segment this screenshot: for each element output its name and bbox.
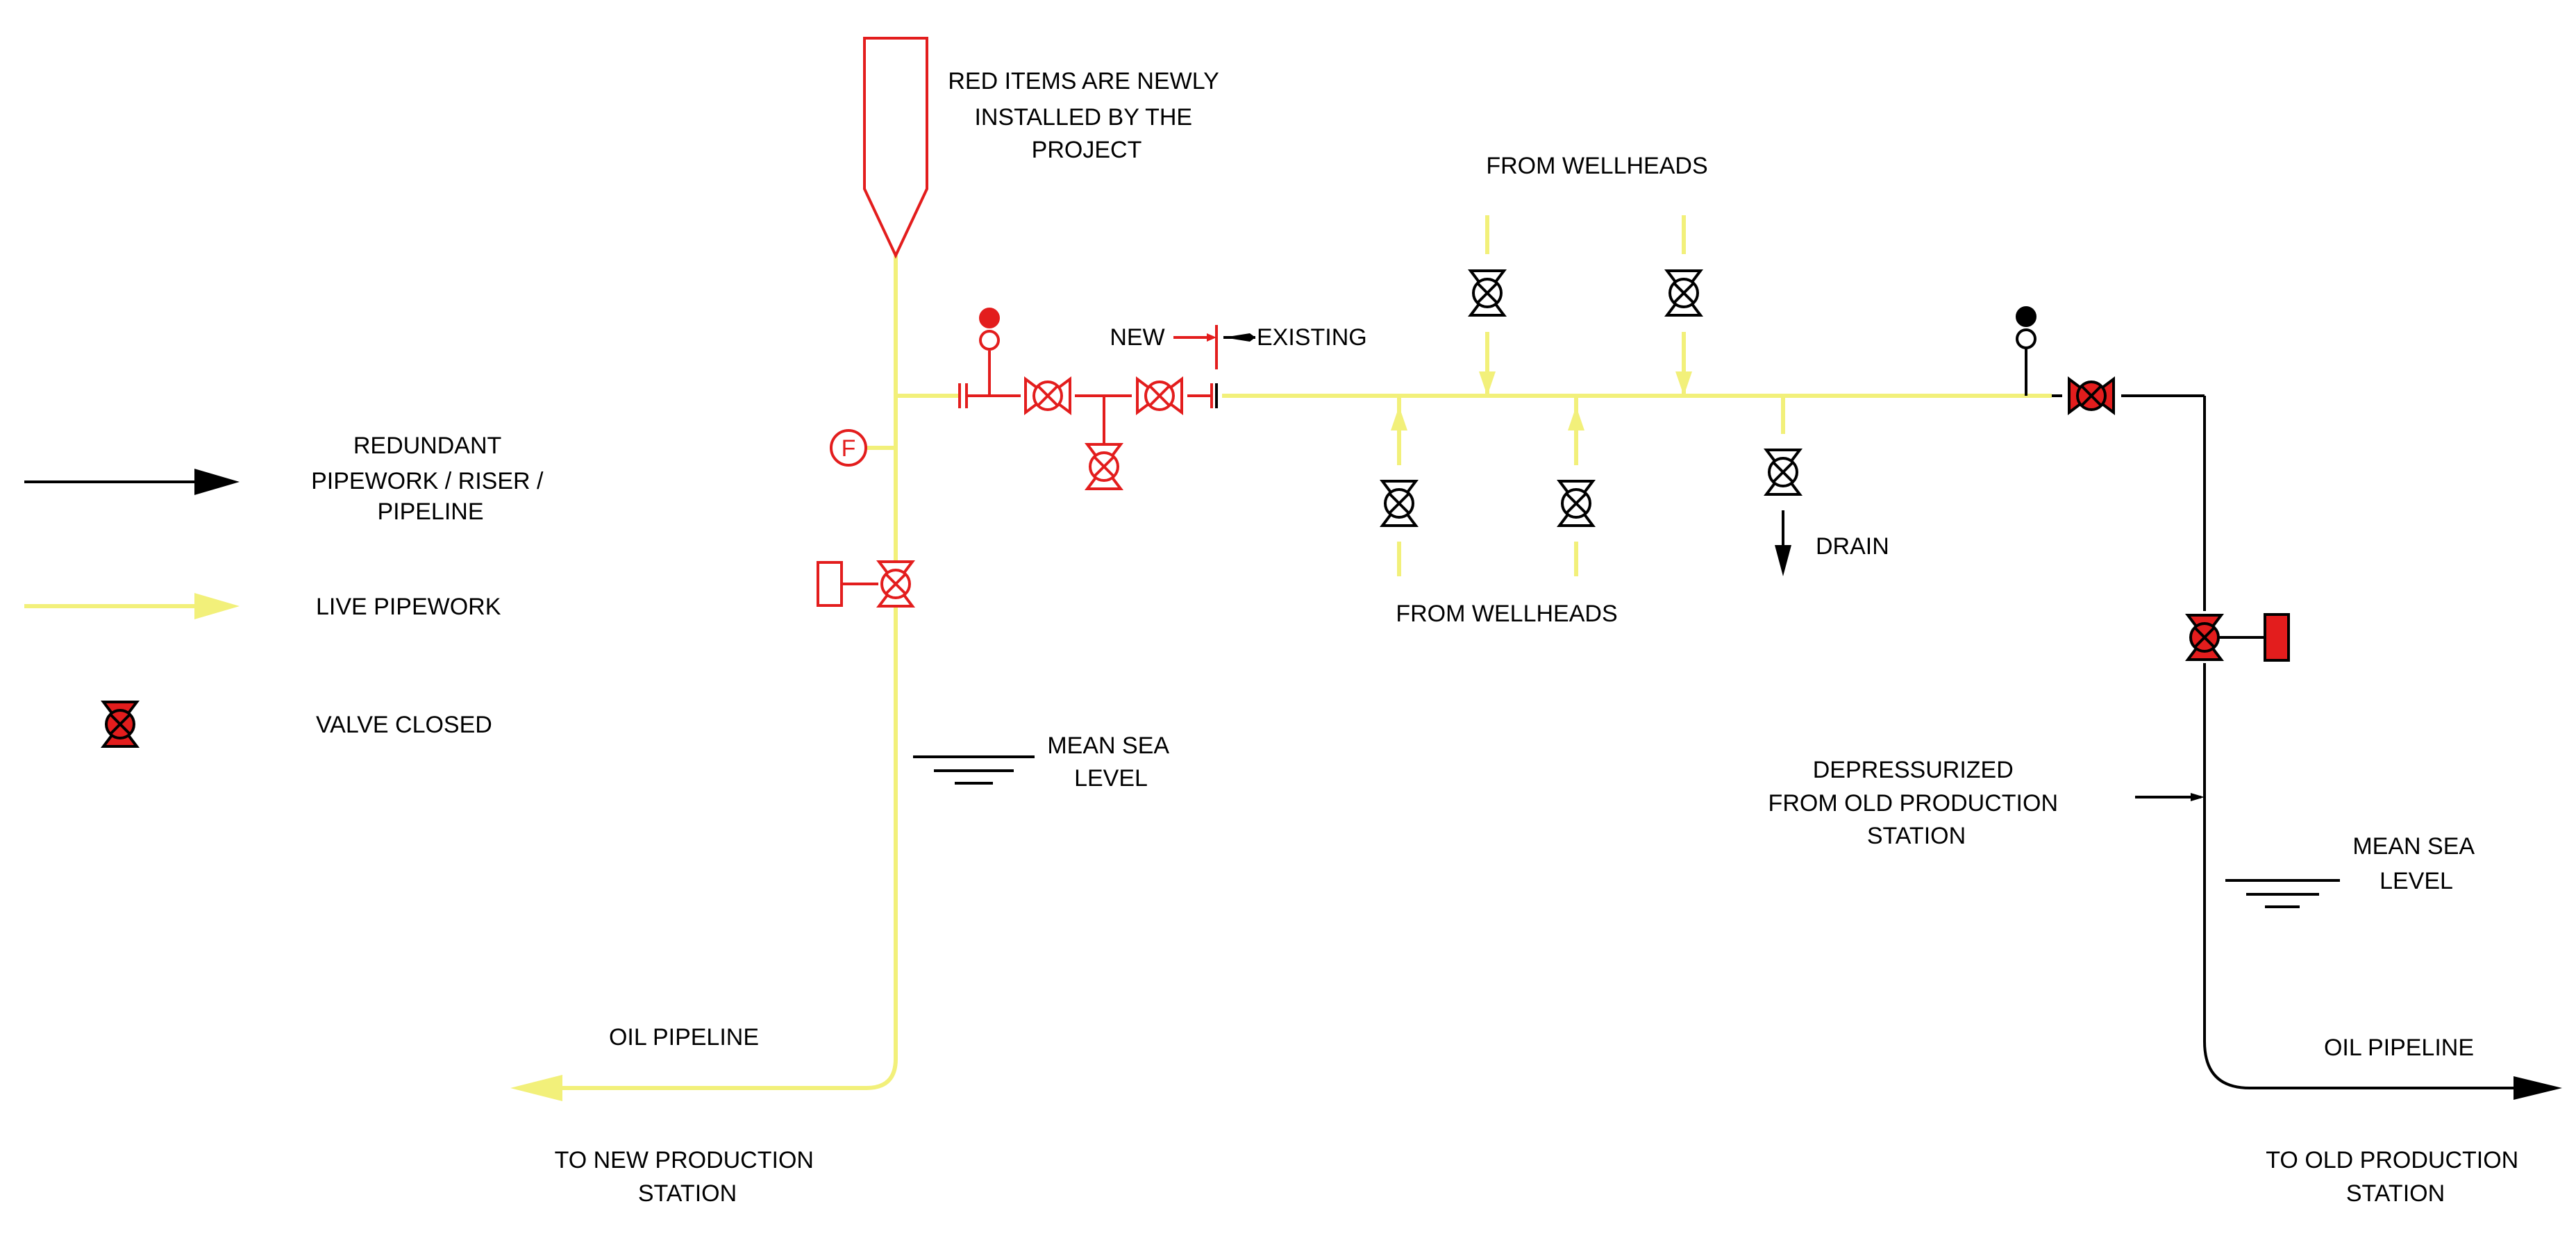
to-old-station-label: TO OLD PRODUCTION STATION — [2266, 1147, 2525, 1207]
flow-element-icon — [830, 429, 867, 467]
black-arrowheads — [1223, 333, 2562, 1100]
existing-label: EXISTING — [1257, 324, 1367, 351]
live-main-riser — [549, 256, 898, 1090]
from-wellheads-top-label: FROM WELLHEADS — [1486, 153, 1707, 179]
flow-element-label: F — [842, 435, 856, 462]
new-items — [817, 37, 1218, 608]
from-wellheads-bottom-label: FROM WELLHEADS — [1396, 601, 1617, 627]
legend-live-label: LIVE PIPEWORK — [316, 594, 501, 620]
closed-valve-icon — [102, 701, 138, 748]
closed-valve-riser — [2186, 614, 2223, 661]
existing-items — [913, 269, 2520, 1089]
actuator-old-riser — [2264, 613, 2290, 662]
drain-label: DRAIN — [1816, 533, 1889, 560]
note-label: RED ITEMS ARE NEWLY INSTALLED BY THE PRO… — [948, 68, 1225, 163]
oil-pipeline-left-label: OIL PIPELINE — [609, 1024, 759, 1051]
legend-redundant-label: REDUNDANT PIPEWORK / RISER / PIPELINE — [311, 433, 550, 525]
depressurized-label: DEPRESSURIZED FROM OLD PRODUCTION STATIO… — [1768, 757, 2065, 849]
launcher-vessel — [863, 37, 928, 259]
legend: REDUNDANT PIPEWORK / RISER / PIPELINE LI… — [24, 433, 550, 748]
legend-redundant-arrow — [24, 469, 240, 495]
closed-valve-header — [2068, 378, 2115, 414]
mean-sea-level-left-label: MEAN SEA LEVEL — [1047, 733, 1174, 792]
legend-closed-label: VALVE CLOSED — [316, 712, 492, 738]
new-label: NEW — [1110, 324, 1164, 351]
to-new-station-label: TO NEW PRODUCTION STATION — [555, 1147, 821, 1207]
live-outlet-arrowhead — [510, 1075, 562, 1101]
mean-sea-level-right-label: MEAN SEA LEVEL — [2352, 833, 2479, 894]
oil-pipeline-right-label: OIL PIPELINE — [2324, 1035, 2474, 1061]
legend-live-arrow — [24, 593, 240, 619]
live-arrowheads — [510, 371, 1692, 1101]
